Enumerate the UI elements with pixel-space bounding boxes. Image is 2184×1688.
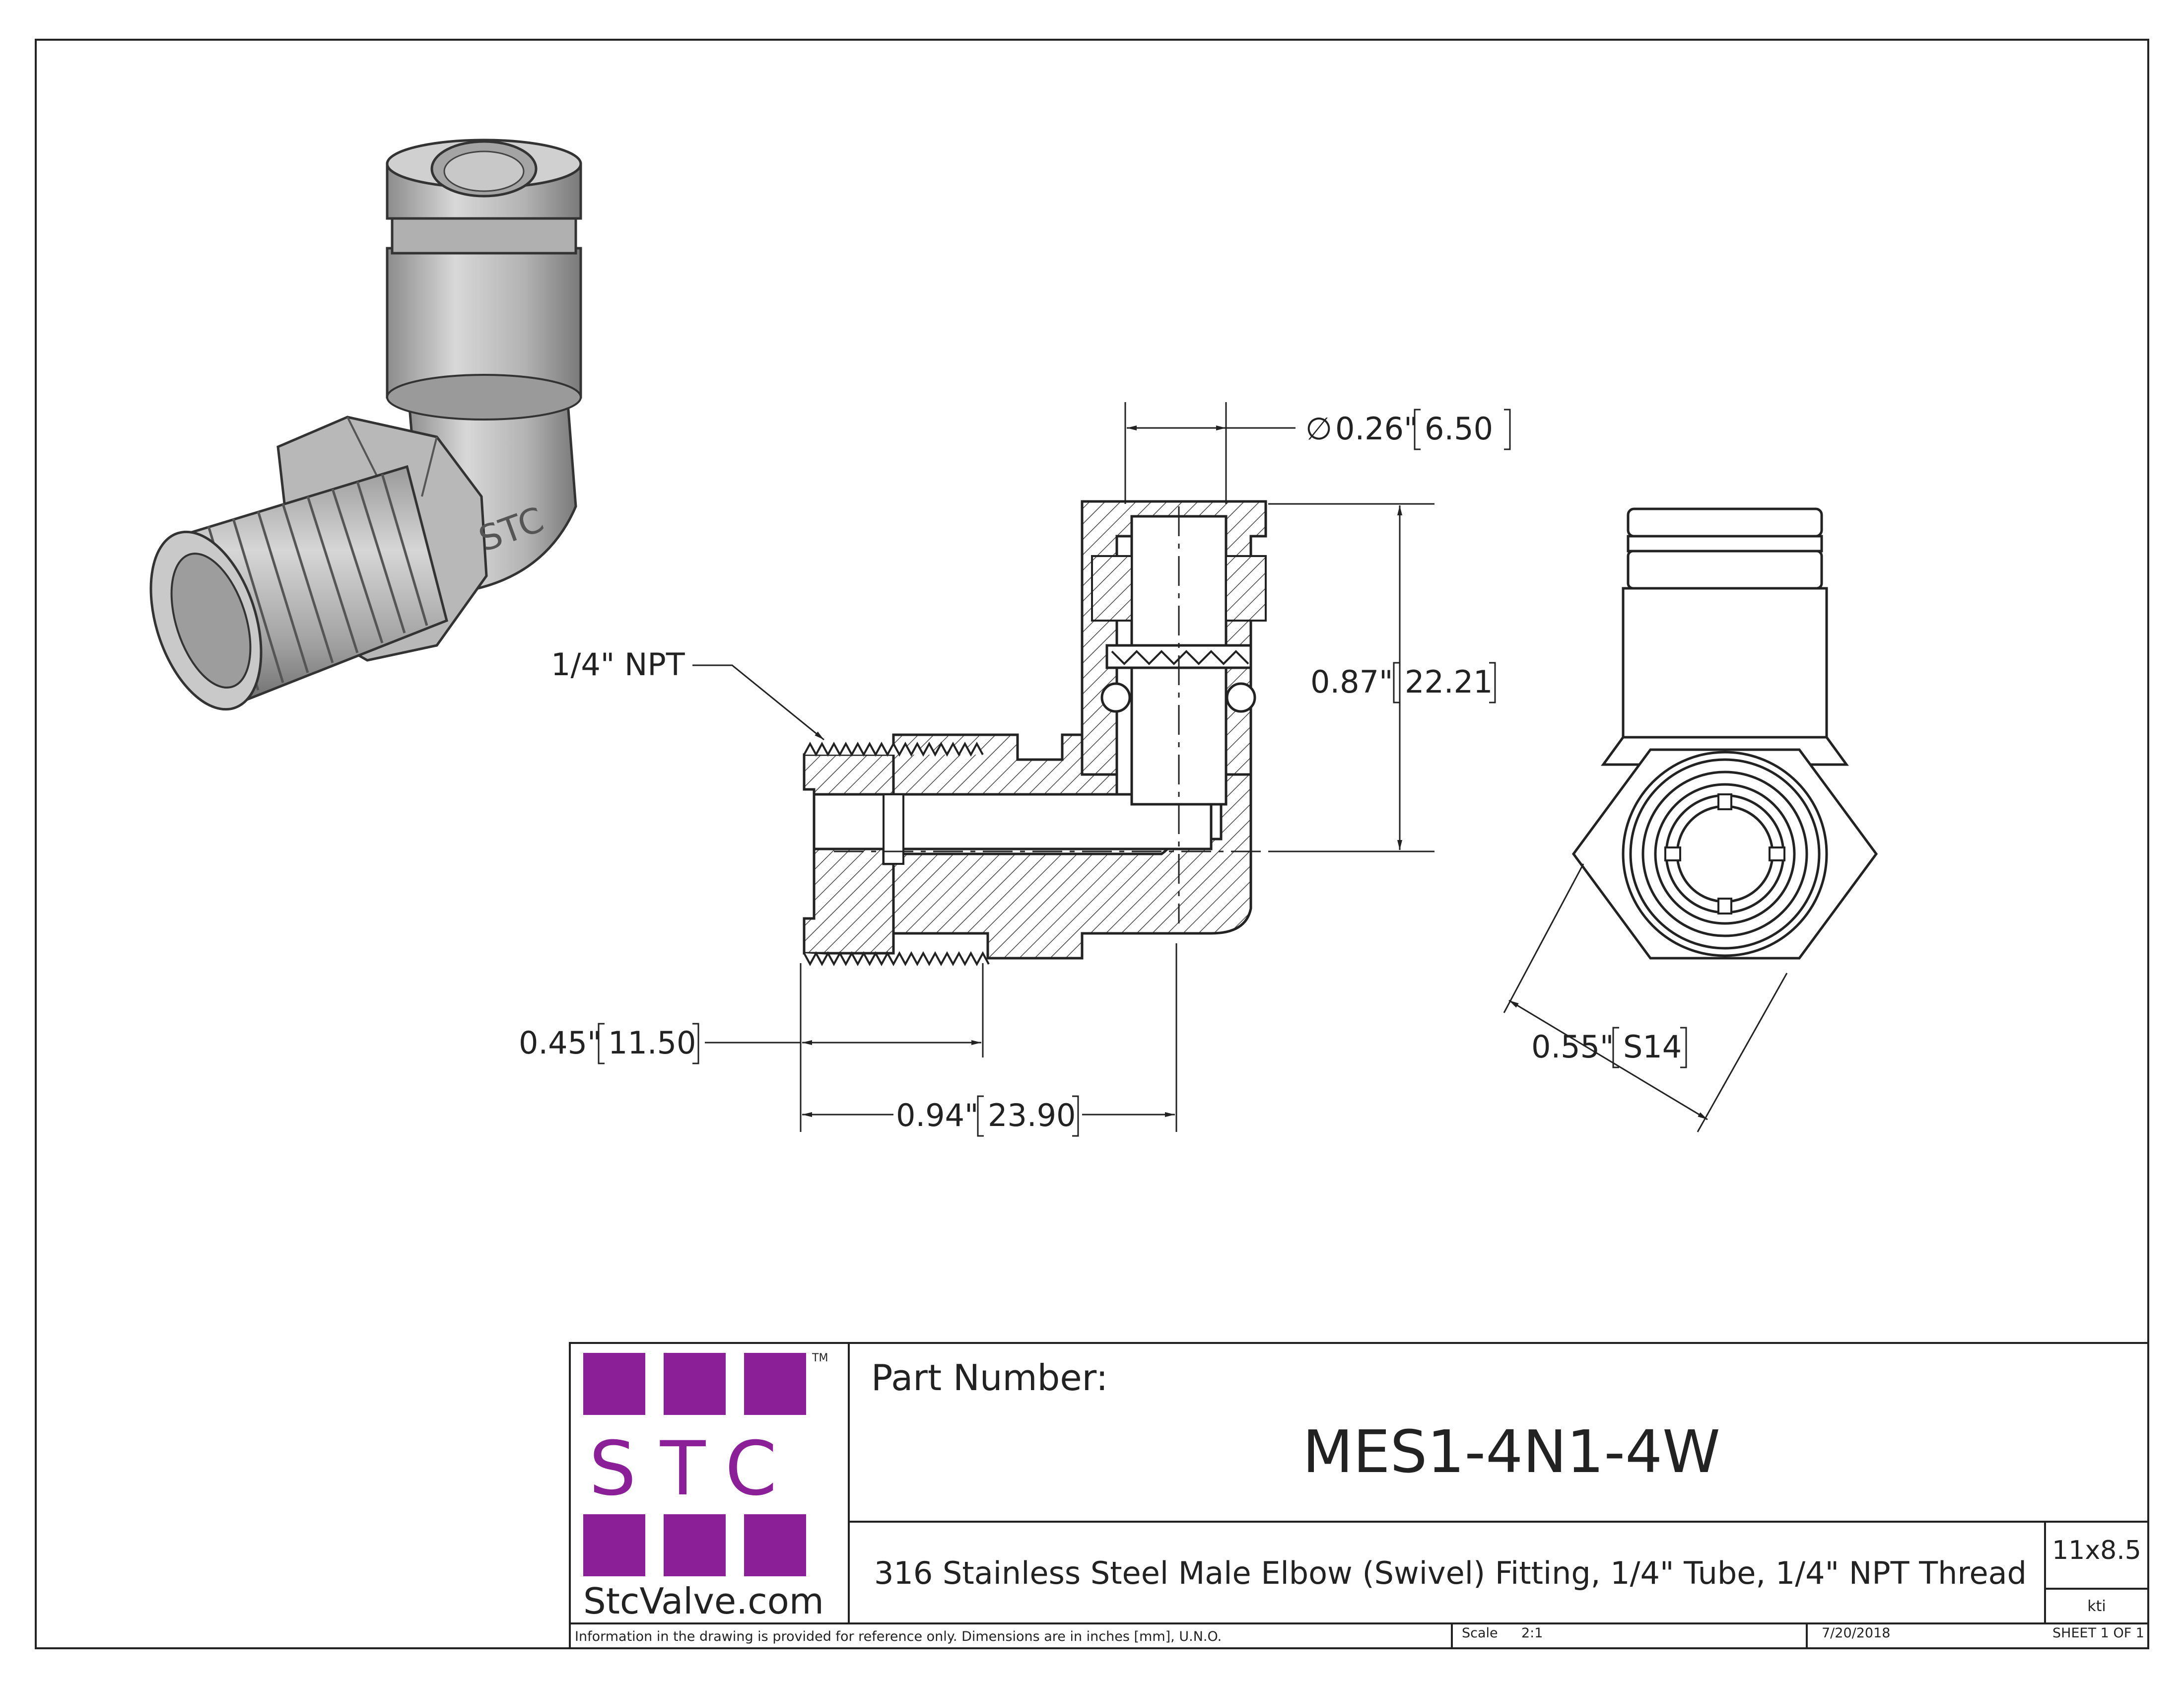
- section-view: [803, 500, 1267, 967]
- dim-thread-length: 0.45" 11.50: [519, 1023, 699, 1064]
- overall-length-in: 0.94": [896, 1097, 979, 1133]
- bore-diameter-mm: 6.50: [1425, 411, 1493, 447]
- isometric-view: STC: [149, 139, 582, 711]
- dim-bore-diameter: ∅ 0.26" 6.50: [1305, 409, 1511, 450]
- thread-length-mm: 11.50: [608, 1025, 696, 1061]
- end-view: [1571, 507, 1878, 960]
- part-number: MES1-4N1-4W: [1302, 1417, 1720, 1486]
- diameter-symbol: ∅: [1305, 411, 1332, 447]
- height-in: 0.87": [1310, 664, 1393, 700]
- part-number-label: Part Number:: [871, 1357, 1108, 1399]
- title-block: [569, 1342, 2149, 1649]
- bore-diameter-in: 0.26": [1335, 411, 1418, 447]
- overall-length-mm: 23.90: [988, 1097, 1076, 1133]
- dimension-lines: [692, 402, 1788, 1132]
- drawing-date: 7/20/2018: [1822, 1625, 1890, 1641]
- sheet-number: SHEET 1 OF 1: [2052, 1625, 2144, 1641]
- thread-callout: 1/4" NPT: [551, 646, 685, 683]
- scale-label: Scale: [1462, 1625, 1498, 1641]
- dim-overall-length: 0.94" 23.90: [896, 1095, 1079, 1137]
- part-description: 316 Stainless Steel Male Elbow (Swivel) …: [874, 1555, 2027, 1591]
- stc-logo: TM STC StcValve.com: [583, 1352, 828, 1622]
- paper-size: 11x8.5: [2052, 1536, 2141, 1565]
- logo-website: StcValve.com: [583, 1580, 824, 1622]
- thread-length-in: 0.45": [519, 1025, 602, 1061]
- dim-height: 0.87" 22.21: [1310, 662, 1496, 703]
- scale-value: 2:1: [1521, 1625, 1543, 1641]
- drawn-by: kti: [2087, 1598, 2106, 1615]
- dim-hex-size: 0.55" S14: [1531, 1027, 1687, 1068]
- logo-text: STC: [589, 1426, 801, 1512]
- hex-size-mm: S14: [1623, 1029, 1682, 1065]
- reference-note: Information in the drawing is provided f…: [575, 1629, 1222, 1644]
- logo-tm: TM: [812, 1352, 828, 1364]
- hex-size-in: 0.55": [1531, 1029, 1614, 1065]
- height-mm: 22.21: [1405, 664, 1493, 700]
